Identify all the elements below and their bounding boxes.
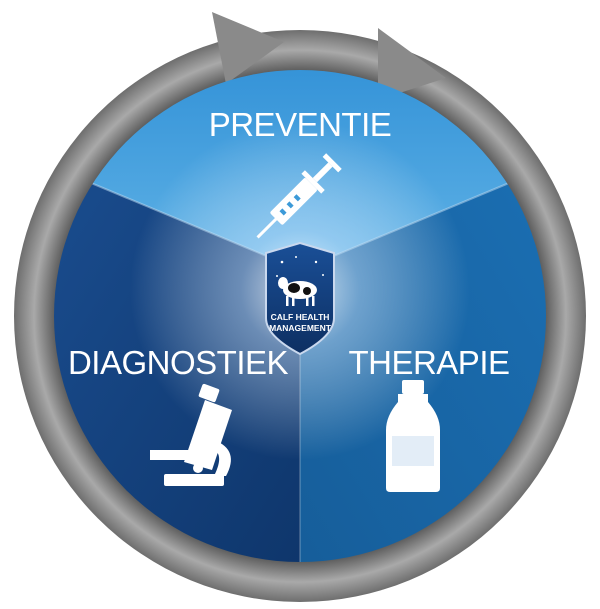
label-preventie: PREVENTIE (209, 106, 392, 143)
label-therapie: THERAPIE (348, 344, 509, 381)
cow-icon (278, 277, 317, 306)
star-icon (276, 256, 324, 277)
ring-arrow-2 (378, 28, 446, 100)
microscope-icon (150, 383, 232, 486)
bottle-icon (386, 380, 440, 492)
badge-line-2: MANAGEMENT (269, 323, 332, 333)
ring-arrow-1 (212, 12, 284, 84)
calf-health-badge: CALF HEALTH MANAGEMENT (265, 241, 335, 356)
syringe-icon (256, 153, 342, 239)
label-diagnostiek: DIAGNOSTIEK (68, 344, 289, 381)
badge-line-1: CALF HEALTH (271, 312, 330, 322)
